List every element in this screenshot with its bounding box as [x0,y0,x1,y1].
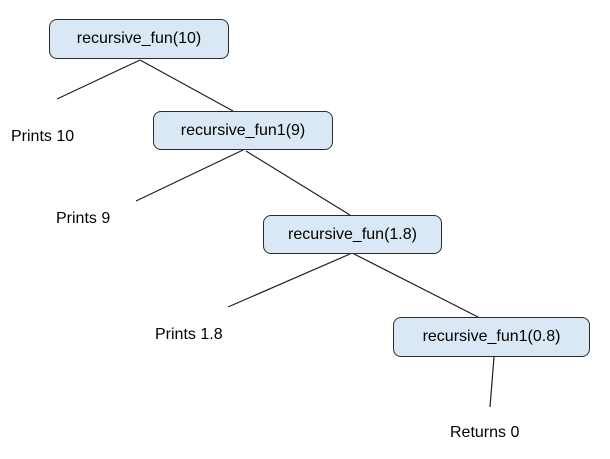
edge-node3-to-node4 [353,253,479,318]
leaf-prints-9: Prints 9 [56,210,111,227]
leaf-prints-10: Prints 10 [11,128,75,145]
leaf-returns-0: Returns 0 [450,424,520,441]
node-label: recursive_fun(1.8) [288,225,417,243]
node-recursive-fun1-9: recursive_fun1(9) [153,111,333,150]
node-recursive-fun-10: recursive_fun(10) [49,19,229,59]
edge-node1-to-node2 [139,59,234,112]
edge-node1-to-prints10 [56,59,141,100]
edge-node4-to-returns0 [489,356,495,408]
leaf-prints-1-8: Prints 1.8 [155,326,223,343]
edge-node2-to-node3 [245,150,351,216]
node-label: recursive_fun1(0.8) [422,328,561,345]
edge-node2-to-prints9 [135,149,244,202]
node-label: recursive_fun1(9) [180,121,306,139]
edge-node3-to-prints1-8 [227,253,351,308]
node-label: recursive_fun(10) [76,30,202,47]
node-recursive-fun-1-8: recursive_fun(1.8) [263,215,442,254]
node-recursive-fun1-0-8: recursive_fun1(0.8) [393,317,590,357]
